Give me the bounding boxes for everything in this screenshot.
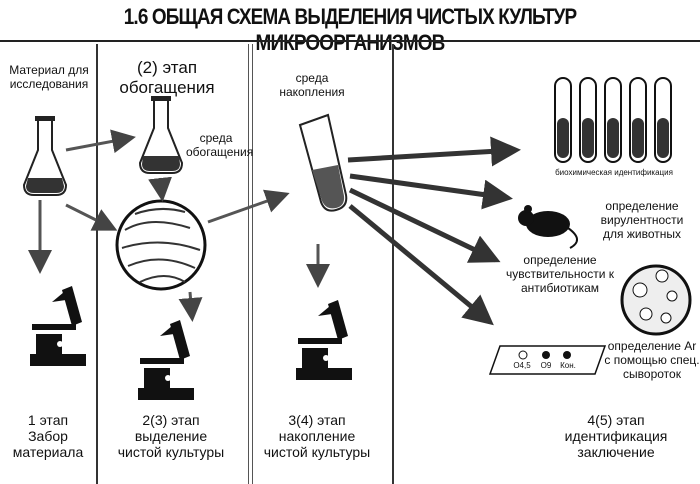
column-divider-2b bbox=[252, 44, 253, 484]
biochem-label: биохимическая идентификация bbox=[555, 168, 673, 177]
stage4-caption: 4(5) этап идентификация заключение bbox=[564, 412, 668, 461]
microscope-1-icon bbox=[30, 286, 86, 366]
page-title: 1.6 ОБЩАЯ СХЕМА ВЫДЕЛЕНИЯ ЧИСТЫХ КУЛЬТУР… bbox=[123, 4, 577, 55]
arrow-to-antigen bbox=[348, 204, 494, 326]
petri-dish-icon bbox=[115, 199, 207, 291]
microscope-3-icon bbox=[296, 300, 352, 380]
stage2-caption: 2(3) этап выделение чистой культуры bbox=[117, 412, 225, 461]
stage2-enrichment-label: (2) этап обогащения bbox=[119, 58, 215, 97]
material-flask-icon bbox=[22, 116, 68, 196]
enrichment-flask-icon bbox=[138, 96, 184, 174]
well-label-1: O4,5 bbox=[513, 361, 531, 370]
arrow-petri-to-tube bbox=[207, 189, 290, 224]
well-label-2: O9 bbox=[540, 361, 552, 370]
enrichment-medium-label: среда обогащения bbox=[186, 131, 254, 159]
column-divider-1 bbox=[96, 44, 98, 484]
sensitivity-label: определение чувствительности к антибиоти… bbox=[505, 253, 615, 295]
arrow-flask-to-enrichment bbox=[65, 129, 136, 154]
arrow-to-sensitivity bbox=[348, 187, 501, 263]
accumulation-tube-icon bbox=[298, 113, 348, 212]
column-divider-2 bbox=[248, 44, 249, 484]
arrow-flask-to-petri bbox=[65, 203, 118, 231]
stage1-caption: 1 этап Забор материала bbox=[12, 412, 84, 461]
title-rule bbox=[0, 40, 700, 42]
antigen-label: определение Ar с помощью спец. сывороток bbox=[604, 339, 700, 381]
accumulation-medium-label: среда накопления bbox=[279, 71, 345, 99]
arrow-enrichment-to-petri bbox=[148, 176, 172, 202]
antibiotic-plate-icon bbox=[620, 264, 692, 336]
microscope-2-icon bbox=[138, 320, 194, 400]
agglutination-box bbox=[488, 345, 607, 375]
arrow-to-virulence bbox=[349, 173, 513, 210]
mouse-icon bbox=[518, 205, 578, 249]
flow-arrows bbox=[28, 129, 330, 322]
arrow-petri-to-microscope bbox=[178, 291, 203, 322]
biochem-tubes-icon bbox=[554, 77, 672, 163]
arrow-to-biochem bbox=[347, 136, 521, 167]
column-divider-3 bbox=[392, 44, 394, 484]
material-label: Материал для исследования bbox=[9, 63, 89, 91]
well-label-3: Кон. bbox=[560, 361, 576, 370]
identification-arrows bbox=[347, 136, 521, 326]
stage3-caption: 3(4) этап накопление чистой культуры bbox=[263, 412, 371, 461]
virulence-label: определение вирулентности для животных bbox=[600, 199, 684, 241]
